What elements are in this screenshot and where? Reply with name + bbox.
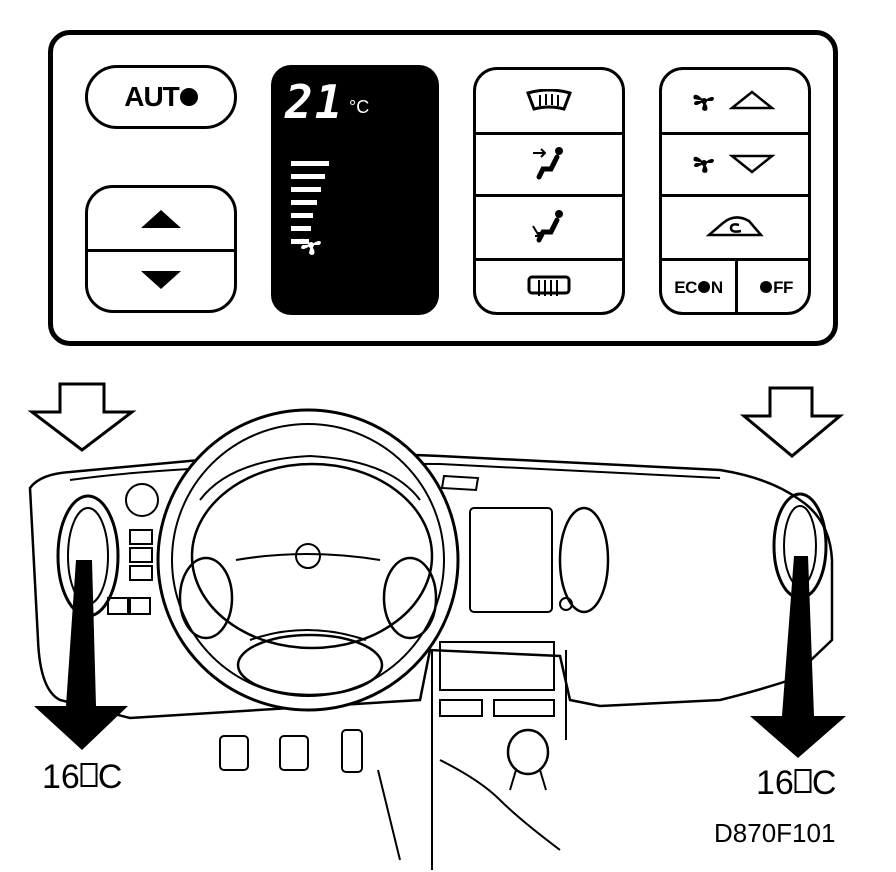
fan-speed-up-button[interactable] bbox=[662, 70, 808, 132]
fan-level-bar bbox=[291, 161, 329, 166]
fan-up-icon bbox=[693, 90, 776, 111]
left-hollow-arrow-icon bbox=[27, 382, 137, 452]
airflow-mode-buttons bbox=[473, 67, 625, 315]
horn-pad bbox=[236, 633, 384, 697]
right-divider bbox=[662, 194, 808, 197]
floor-vent-icon bbox=[532, 210, 563, 243]
auto-button[interactable]: AUT bbox=[85, 65, 237, 129]
triangle-down-icon bbox=[141, 270, 181, 289]
rear-defrost-button[interactable] bbox=[476, 258, 622, 314]
fan-level-bar bbox=[291, 187, 321, 192]
steering-wheel bbox=[156, 408, 460, 712]
degree-box-icon bbox=[794, 769, 812, 793]
steering-logo bbox=[295, 543, 321, 569]
face-vent-icon bbox=[533, 147, 563, 180]
fan-icon bbox=[300, 238, 321, 255]
pedal bbox=[279, 735, 309, 771]
fan-speed-down-button[interactable] bbox=[662, 132, 808, 194]
fan-level-bar bbox=[291, 174, 325, 179]
pedal bbox=[219, 735, 249, 771]
off-dot-icon bbox=[760, 281, 773, 293]
mode-divider bbox=[476, 194, 622, 197]
mode-divider bbox=[476, 132, 622, 135]
rear-defrost-icon bbox=[527, 275, 571, 296]
center-display bbox=[469, 507, 553, 613]
figure-code: D870F101 bbox=[714, 818, 836, 848]
recirculation-button[interactable] bbox=[662, 194, 808, 258]
face-vent-button[interactable] bbox=[476, 132, 622, 194]
fan-level-bar bbox=[291, 200, 317, 205]
econ-dot-icon bbox=[697, 281, 710, 293]
mode-divider bbox=[476, 258, 622, 261]
temperature-up-button[interactable] bbox=[88, 188, 234, 249]
center-right-vent bbox=[558, 506, 610, 614]
right-divider bbox=[662, 132, 808, 135]
fan-down-icon bbox=[693, 154, 776, 174]
right-hollow-arrow-icon bbox=[739, 386, 845, 458]
temperature-unit: °C bbox=[349, 97, 370, 117]
gear-knob bbox=[506, 728, 550, 776]
windshield-defrost-icon bbox=[526, 89, 572, 111]
temperature-rocker bbox=[85, 185, 237, 313]
right-airflow-arrow-icon bbox=[750, 556, 846, 758]
climate-control-panel: AUT 21 °C bbox=[48, 30, 838, 346]
off-label: FF bbox=[759, 278, 793, 298]
temperature-display: 21 °C bbox=[271, 65, 439, 315]
fan-level-bar bbox=[291, 239, 309, 244]
temperature-readout: 21 bbox=[285, 75, 345, 129]
pedal bbox=[341, 729, 363, 773]
temperature-down-button[interactable] bbox=[88, 249, 234, 310]
windshield-defrost-button[interactable] bbox=[476, 70, 622, 132]
auto-button-label: AUT bbox=[124, 81, 180, 112]
floor-vent-button[interactable] bbox=[476, 194, 622, 258]
left-airflow-arrow-icon bbox=[34, 560, 128, 750]
auto-dot-icon bbox=[179, 88, 198, 106]
fan-level-indicator bbox=[291, 161, 335, 252]
steering-hub bbox=[190, 462, 434, 650]
rocker-divider bbox=[88, 249, 234, 252]
fan-level-bar bbox=[291, 213, 313, 218]
off-button[interactable]: FF bbox=[738, 258, 808, 312]
recirculation-icon bbox=[705, 216, 764, 237]
fan-level-bar bbox=[291, 226, 311, 231]
triangle-up-icon bbox=[141, 209, 181, 228]
light-switch bbox=[125, 483, 159, 517]
degree-box-icon bbox=[80, 763, 98, 787]
